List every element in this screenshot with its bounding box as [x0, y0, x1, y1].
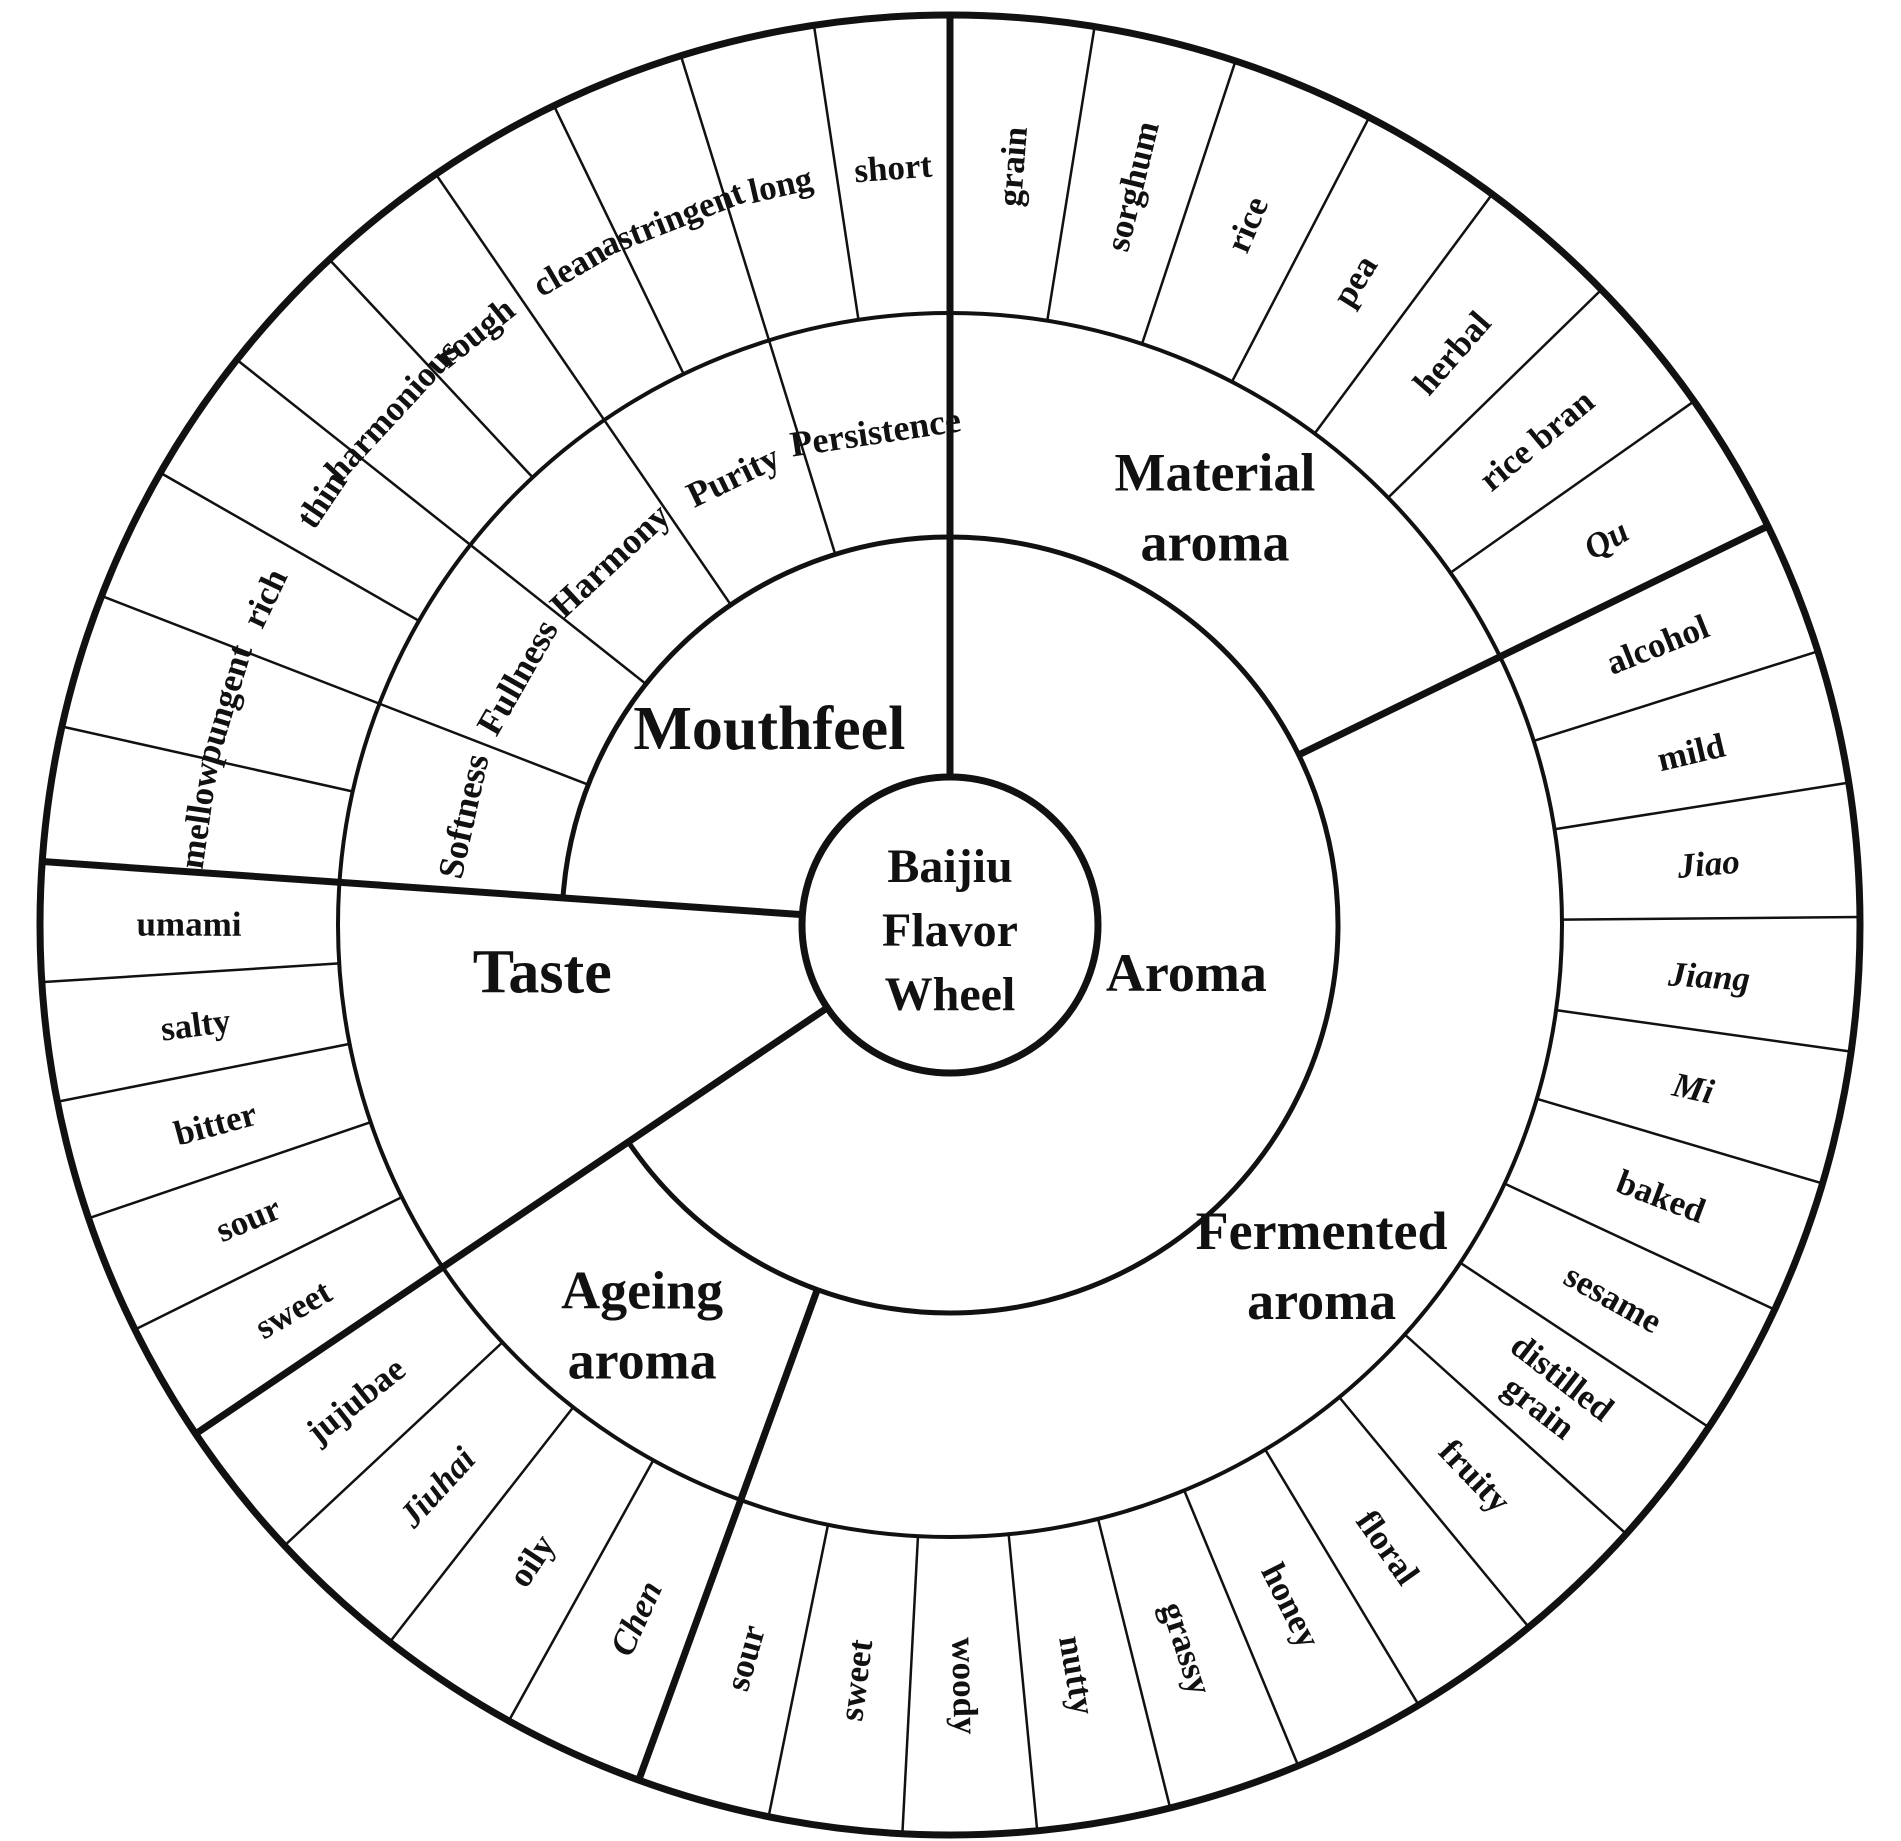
descriptor-divider: [901, 1536, 920, 1834]
wheel-center: Baijiu Flavor Wheel: [882, 840, 1018, 1021]
descriptor-divider: [1264, 1448, 1420, 1706]
descriptor-divider: [1007, 1534, 1039, 1831]
descriptor-divider: [1533, 650, 1819, 743]
descriptor-divider: [552, 105, 685, 375]
descriptor-divider: [1561, 915, 1860, 921]
taste-descriptor-salty: salty: [158, 1001, 233, 1049]
descriptor-mi: Mi: [1668, 1065, 1717, 1112]
aroma-category-arc: [626, 534, 1341, 1316]
mouthfeel-category-arc: [560, 534, 951, 899]
descriptor-divider: [1554, 781, 1849, 831]
category-aroma: Aroma: [1106, 943, 1267, 1003]
descriptor-divider: [507, 1459, 655, 1722]
descriptor-divider: [1096, 1518, 1172, 1809]
attribute-divider: [101, 594, 589, 786]
descriptor-woody: woody: [944, 1637, 985, 1736]
descriptor-divider: [283, 1341, 504, 1547]
center-title-line-3: Wheel: [885, 968, 1016, 1021]
descriptor-divider: [1313, 193, 1494, 435]
taste-descriptor-umami: umami: [136, 904, 241, 943]
divider-fermented-ageing: [635, 1288, 821, 1782]
descriptor-divider: [134, 1195, 403, 1331]
descriptor-divider: [1230, 116, 1371, 383]
descriptor-divider: [41, 962, 340, 984]
descriptor-divider: [1140, 60, 1237, 345]
descriptor-divider: [88, 1121, 372, 1220]
descriptor-divider: [1459, 1261, 1710, 1429]
descriptor-divider: [1555, 1008, 1852, 1053]
descriptor-divider: [159, 471, 420, 622]
descriptor-divider: [328, 258, 534, 479]
mouthfeel-descriptor-short: short: [853, 146, 934, 191]
descriptor-grain: grain: [990, 125, 1035, 208]
category-mouthfeel: Mouthfeel: [633, 695, 905, 763]
descriptor-divider: [1403, 1333, 1628, 1535]
descriptor-divider: [812, 25, 860, 321]
descriptor-divider: [1046, 26, 1096, 321]
attribute-divider: [434, 173, 732, 606]
descriptor-divider: [1504, 1182, 1776, 1311]
divider-material-fermented: [1297, 522, 1770, 759]
descriptor-jiao: Jiao: [1675, 842, 1741, 886]
descriptor-divider: [1387, 288, 1603, 499]
attribute-divider: [236, 358, 647, 685]
attribute-divider: [679, 55, 837, 555]
wheel-dividers: [41, 15, 1860, 1834]
descriptor-divider: [1338, 1396, 1530, 1628]
center-title-line-1: Baijiu: [887, 840, 1012, 893]
descriptor-divider: [1183, 1489, 1300, 1767]
descriptor-jiang: Jiang: [1666, 954, 1751, 998]
center-title-line-2: Flavor: [882, 904, 1018, 957]
divider-aroma-taste: [193, 1004, 830, 1437]
category-taste: Taste: [473, 938, 612, 1006]
descriptor-divider: [1536, 1097, 1823, 1185]
descriptor-divider: [1449, 400, 1695, 574]
descriptor-divider: [388, 1406, 575, 1643]
descriptor-divider: [61, 725, 354, 793]
descriptor-divider: [57, 1042, 350, 1103]
descriptor-divider: [767, 1524, 830, 1817]
divider-taste-mouthfeel: [41, 858, 803, 919]
